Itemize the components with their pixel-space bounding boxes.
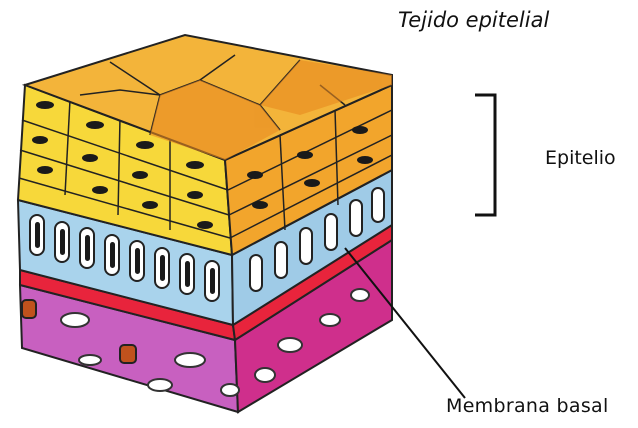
epithelium-label: Epitelio	[545, 147, 616, 169]
epithelium-bracket	[475, 95, 495, 215]
basement-membrane-label: Membrana basal	[446, 395, 609, 417]
diagram-title: Tejido epitelial	[398, 8, 549, 32]
